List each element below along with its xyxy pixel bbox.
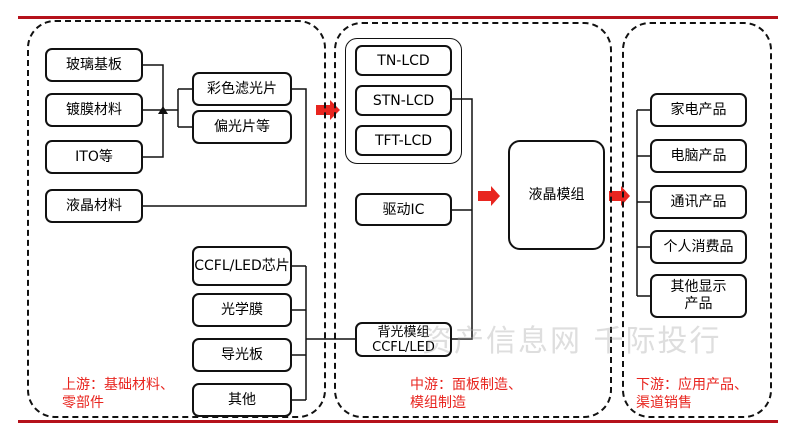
backlight-module: 背光模组 CCFL/LED <box>355 322 452 357</box>
panel-stn-lcd: STN-LCD <box>355 85 452 116</box>
panel-types-group <box>345 38 462 164</box>
red-arrow-midstream <box>478 186 500 206</box>
midstream-group <box>334 22 612 418</box>
lcd-module: 液晶模组 <box>508 140 605 250</box>
top-rule <box>18 16 778 19</box>
panel-tn-lcd: TN-LCD <box>355 45 452 76</box>
driver-ic: 驱动IC <box>355 193 452 226</box>
connector-arrowhead-up <box>158 106 168 114</box>
part-ccfl-led-chip: CCFL/LED芯片 <box>192 246 292 286</box>
connector-panels <box>452 98 473 340</box>
material-glass-substrate: 玻璃基板 <box>45 48 143 82</box>
product-personal-consumer: 个人消费品 <box>650 230 747 264</box>
part-other: 其他 <box>192 383 292 417</box>
product-appliances: 家电产品 <box>650 93 747 127</box>
product-computers: 电脑产品 <box>650 139 747 173</box>
product-other-displays: 其他显示产品 <box>650 274 747 318</box>
product-communications: 通讯产品 <box>650 185 747 219</box>
downstream-caption: 下游：应用产品、 渠道销售 <box>636 377 748 411</box>
connector-lc <box>143 88 307 207</box>
material-coating: 镀膜材料 <box>45 93 143 127</box>
downstream-group <box>622 22 772 418</box>
midstream-caption: 中游：面板制造、 模组制造 <box>410 377 522 411</box>
part-optical-film: 光学膜 <box>192 293 292 327</box>
upstream-group <box>27 20 326 418</box>
upstream-caption: 上游：基础材料、 零部件 <box>62 377 174 411</box>
panel-tft-lcd: TFT-LCD <box>355 125 452 156</box>
material-ito: ITO等 <box>45 140 143 174</box>
connector-glass <box>143 64 164 110</box>
connector-ito <box>143 110 164 158</box>
red-arrow-downstream <box>609 186 630 206</box>
part-light-guide: 导光板 <box>192 338 292 372</box>
bottom-rule <box>18 420 778 423</box>
material-liquid-crystal: 液晶材料 <box>45 189 143 223</box>
component-polarizer: 偏光片等 <box>192 110 292 144</box>
watermark: 资产信息网 千际投行 <box>422 324 722 359</box>
component-color-filter: 彩色滤光片 <box>192 72 292 106</box>
